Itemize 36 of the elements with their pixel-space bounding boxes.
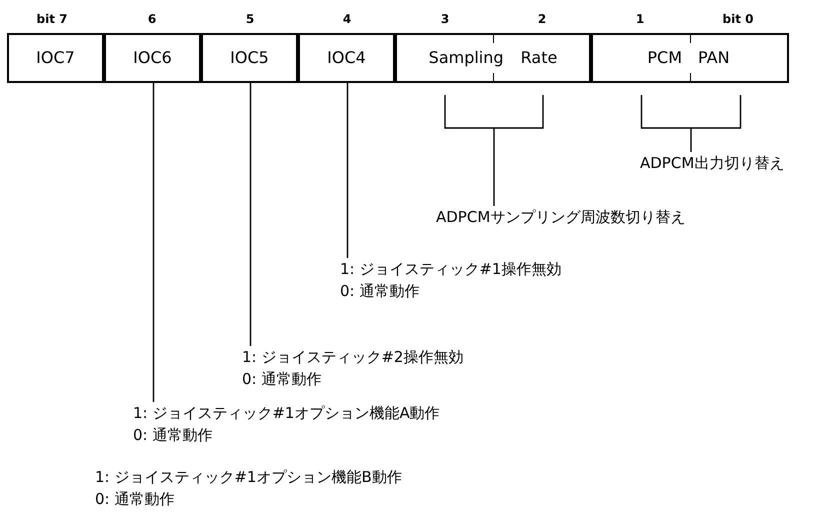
register-field bbox=[395, 33, 591, 83]
bit-number: bit 0 bbox=[722, 11, 754, 28]
leader-line bbox=[152, 83, 154, 402]
register-field bbox=[7, 33, 104, 83]
register-field bbox=[104, 33, 201, 83]
bit-number: 2 bbox=[538, 11, 546, 28]
description-line: 1: ジョイスティック#1オプション機能A動作 bbox=[133, 403, 441, 424]
leader-line bbox=[346, 83, 348, 258]
field-name: IOC4 bbox=[327, 47, 366, 69]
bit-number: 3 bbox=[440, 11, 450, 28]
description-line: ADPCMサンプリング周波数切り替え bbox=[436, 207, 686, 228]
description-line: 1: ジョイスティック#1操作無効 bbox=[340, 259, 562, 280]
register-field bbox=[201, 33, 298, 83]
field-name: IOC6 bbox=[133, 47, 172, 69]
field-name: IOC5 bbox=[230, 47, 269, 69]
bit-number: 4 bbox=[342, 11, 352, 28]
register-field bbox=[298, 33, 395, 83]
bit-number: 6 bbox=[148, 11, 156, 28]
description-line: ADPCM出力切り替え bbox=[640, 153, 786, 174]
bit-number: 1 bbox=[636, 11, 644, 28]
bit-number: 5 bbox=[246, 11, 254, 28]
leader-line bbox=[640, 94, 742, 153]
bit-number: bit 7 bbox=[36, 11, 68, 28]
field-name: PCM bbox=[647, 47, 683, 69]
description-line: 1: ジョイスティック#2操作無効 bbox=[242, 347, 464, 368]
leader-line bbox=[444, 94, 544, 207]
description-line: 0: 通常動作 bbox=[95, 489, 174, 510]
description-line: 1: ジョイスティック#1オプション機能B動作 bbox=[95, 467, 402, 488]
leader-line bbox=[250, 83, 252, 346]
description-line: 0: 通常動作 bbox=[340, 281, 420, 302]
description-line: 0: 通常動作 bbox=[242, 369, 322, 390]
field-name: Sampling Rate bbox=[428, 47, 558, 69]
field-name: IOC7 bbox=[36, 47, 75, 69]
field-name: PAN bbox=[697, 47, 730, 69]
description-line: 0: 通常動作 bbox=[133, 425, 214, 446]
register-field bbox=[591, 33, 789, 83]
